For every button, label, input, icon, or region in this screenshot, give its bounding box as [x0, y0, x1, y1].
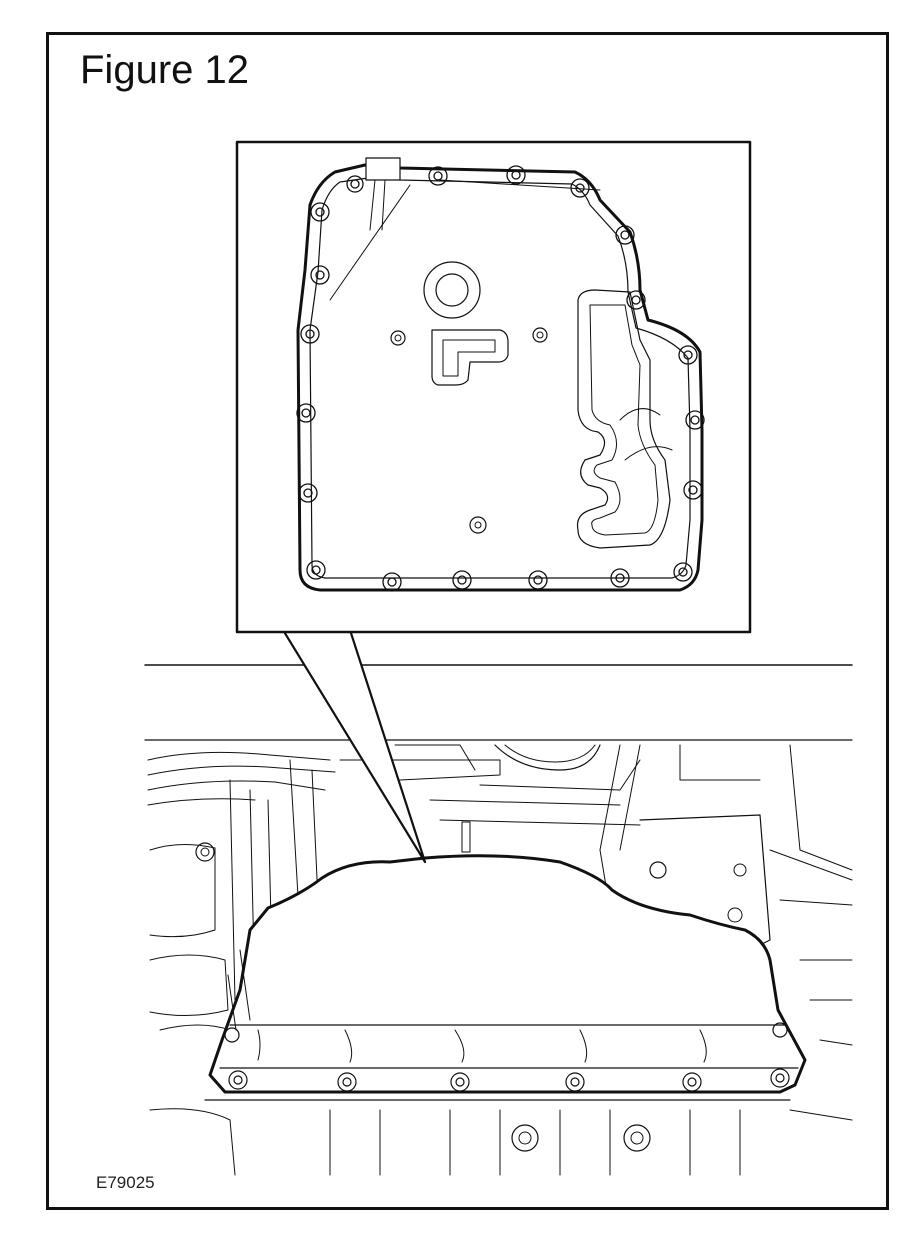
detail-inset	[235, 140, 752, 634]
gasket-bolts	[296, 165, 705, 592]
figure-code: E79025	[96, 1173, 155, 1192]
callout-leader	[281, 628, 427, 864]
figure-title: Figure 12	[80, 48, 249, 92]
engine-bay-scene	[144, 664, 853, 1176]
pan-bolts	[224, 1022, 790, 1092]
